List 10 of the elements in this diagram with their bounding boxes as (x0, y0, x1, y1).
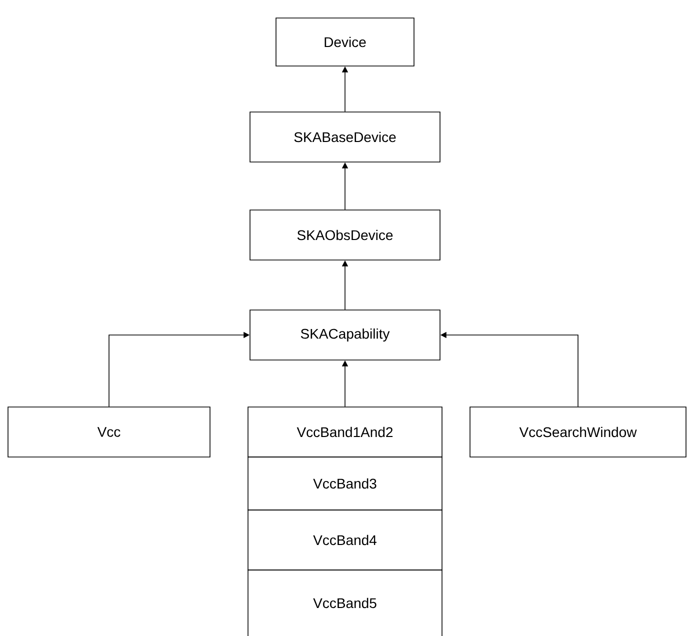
class-box: SKACapability (250, 310, 440, 360)
class-box: SKAObsDevice (250, 210, 440, 260)
class-box: VccBand1And2 (248, 406, 442, 458)
class-box: VccBand5 (248, 570, 442, 636)
class-box: Vcc (8, 406, 210, 458)
class-box: SKABaseDevice (250, 112, 440, 162)
class-box: VccBand4 (248, 510, 442, 570)
class-box: Device (276, 18, 414, 66)
class-box: VccBand3 (248, 456, 442, 510)
class-box: VccSearchWindow (470, 406, 686, 458)
